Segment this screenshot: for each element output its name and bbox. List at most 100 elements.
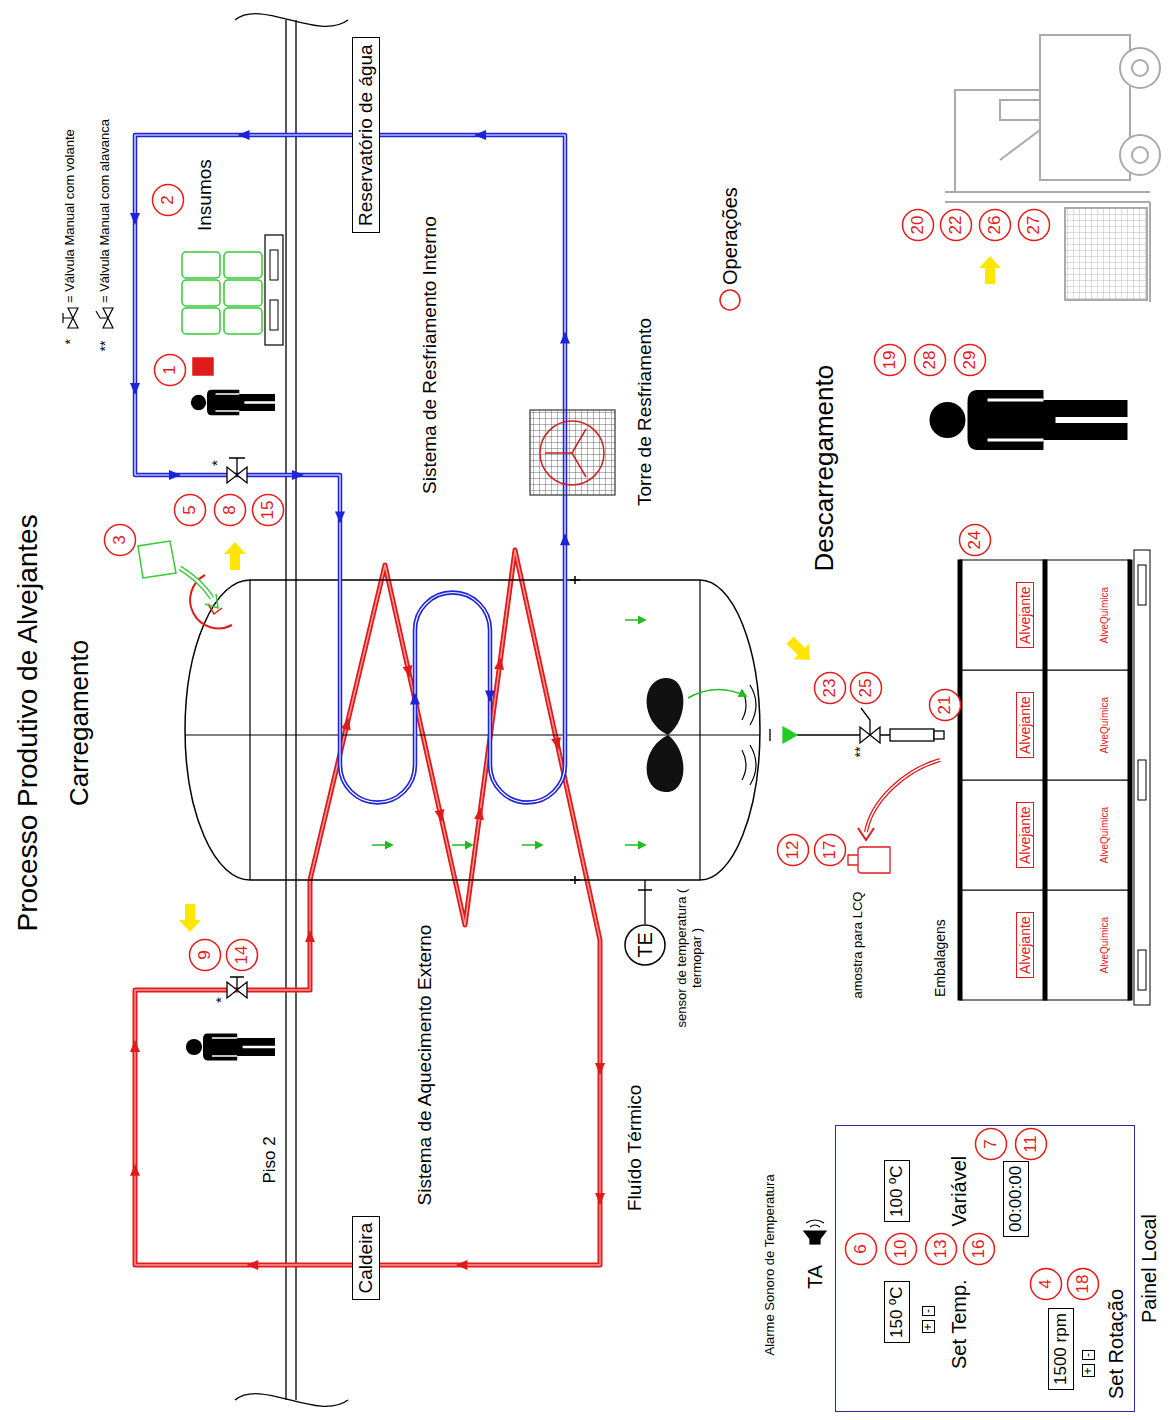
labeled-box: Reservatório de água — [352, 37, 380, 233]
callout-number: 29 — [954, 344, 986, 376]
red-heating-pipe — [135, 550, 600, 1265]
forklift — [1132, 60, 1148, 76]
callout-number: 22 — [940, 209, 972, 241]
part-label: Alarme Sonoro de Temperatura — [763, 1174, 778, 1355]
node-text: 24 — [965, 531, 985, 550]
brand-text: AlveQuímica — [1099, 587, 1111, 644]
circle-outline — [1019, 210, 1050, 241]
blue-cooling-pipe — [135, 135, 565, 803]
setpoint-display: 150 ºC — [884, 1281, 910, 1343]
operation-pointer — [979, 256, 1001, 284]
sample-flow — [848, 760, 940, 873]
callout-number: 7 — [975, 1128, 1007, 1160]
callout-number: 1 — [154, 354, 186, 386]
circle-outline — [215, 495, 246, 526]
alarm-tag: TA — [804, 1265, 827, 1289]
flow-arrow — [130, 1164, 140, 1176]
flow-arrows-green — [452, 844, 472, 846]
node-text: 28 — [920, 351, 940, 370]
packaging-pallet — [960, 890, 1045, 1000]
product-label: Alvejante — [1016, 692, 1034, 758]
forklift — [1000, 35, 1130, 180]
section-heading: Carregamento — [65, 640, 95, 806]
operation-pointer — [782, 632, 817, 667]
node-text: 16 — [969, 1240, 989, 1259]
packaging-pallet — [1043, 560, 1047, 1000]
forklift — [945, 90, 1150, 302]
flow-arrow — [410, 693, 420, 705]
flow-arrows-green — [625, 619, 645, 621]
red-heating-pipe — [135, 550, 600, 1265]
legend-item: Operações — [718, 187, 742, 312]
legend-text: = Válvula Manual com alavanca — [98, 119, 113, 303]
callout-number: 11 — [1015, 1128, 1047, 1160]
callout-number: 9 — [189, 939, 221, 971]
raw-materials — [182, 280, 220, 306]
packaging-pallet — [1134, 550, 1150, 1005]
circle-outline — [930, 690, 961, 721]
node-text: 13 — [931, 1240, 951, 1259]
packaging-pallet — [958, 550, 1150, 1005]
circle-outline — [175, 495, 206, 526]
node-text: 8 — [220, 505, 240, 514]
flow-arrows — [130, 130, 605, 1270]
node-text: 10 — [891, 1240, 911, 1259]
flow-arrow — [595, 1193, 605, 1205]
part-label: amostra para LCQ — [851, 892, 866, 999]
alarm-speaker — [810, 1239, 820, 1244]
flow-arrows-green — [625, 844, 645, 846]
valve-mark: ** — [852, 747, 868, 758]
blue-cooling-pipe — [135, 135, 565, 803]
node-text: 4 — [1036, 1279, 1056, 1288]
raw-materials — [182, 308, 220, 334]
setpoint-display: 100 ºC — [884, 1160, 910, 1222]
node-text: Alvejante — [1017, 916, 1033, 974]
circle-outline — [955, 345, 986, 376]
brand-text: AlveQuímica — [1099, 697, 1111, 754]
product-label: Alvejante — [1016, 802, 1034, 868]
raw-materials — [182, 235, 283, 375]
legend-item: = Válvula Manual com alavanca — [93, 119, 117, 330]
panel-button: - — [1082, 1350, 1095, 1360]
flow-arrow — [474, 807, 485, 820]
alarm-speaker — [806, 1220, 824, 1227]
agitator — [688, 689, 746, 698]
flow-arrow — [292, 470, 304, 480]
callout-number: 8 — [214, 494, 246, 526]
circle-outline — [846, 1234, 877, 1265]
circle-outline — [980, 210, 1011, 241]
flow-arrow — [169, 470, 181, 480]
manual-valves — [230, 977, 244, 990]
manual-valves — [890, 729, 934, 741]
setpoint-display: 00:00:00 — [1003, 1161, 1029, 1237]
manhole-and-input — [180, 568, 212, 598]
circle-outline — [105, 525, 136, 556]
part-label: Piso 2 — [260, 1136, 280, 1183]
node-text: 25 — [856, 679, 876, 698]
cooling-tower — [530, 410, 615, 495]
legend-text: = Válvula Manual com volante — [63, 129, 78, 303]
forklift — [945, 35, 1160, 302]
reactor-tank — [570, 576, 580, 884]
packaging-pallet — [960, 560, 1045, 670]
legend-mark: * — [62, 339, 78, 344]
callout-number: 13 — [925, 1233, 957, 1265]
forklift — [1120, 48, 1160, 88]
labeled-box: Caldeira — [352, 1216, 380, 1301]
circle-outline — [227, 940, 258, 971]
panel-label: Set Rotação — [1105, 1289, 1128, 1399]
panel-button: + — [922, 1320, 935, 1333]
agitator — [742, 685, 756, 785]
flow-arrow — [403, 665, 415, 679]
legend-mark: ** — [97, 341, 113, 352]
packaging-pallet — [1128, 560, 1132, 1000]
raw-materials — [270, 250, 278, 280]
circle-outline — [625, 925, 665, 965]
node-text: Alvejante — [1017, 696, 1033, 754]
part-label: Embalagens — [932, 919, 948, 997]
callout-number: 15 — [252, 494, 284, 526]
circle-outline — [941, 210, 972, 241]
agitator — [647, 678, 756, 792]
callout-number: 19 — [874, 344, 906, 376]
panel-label: Variável — [948, 1156, 971, 1227]
